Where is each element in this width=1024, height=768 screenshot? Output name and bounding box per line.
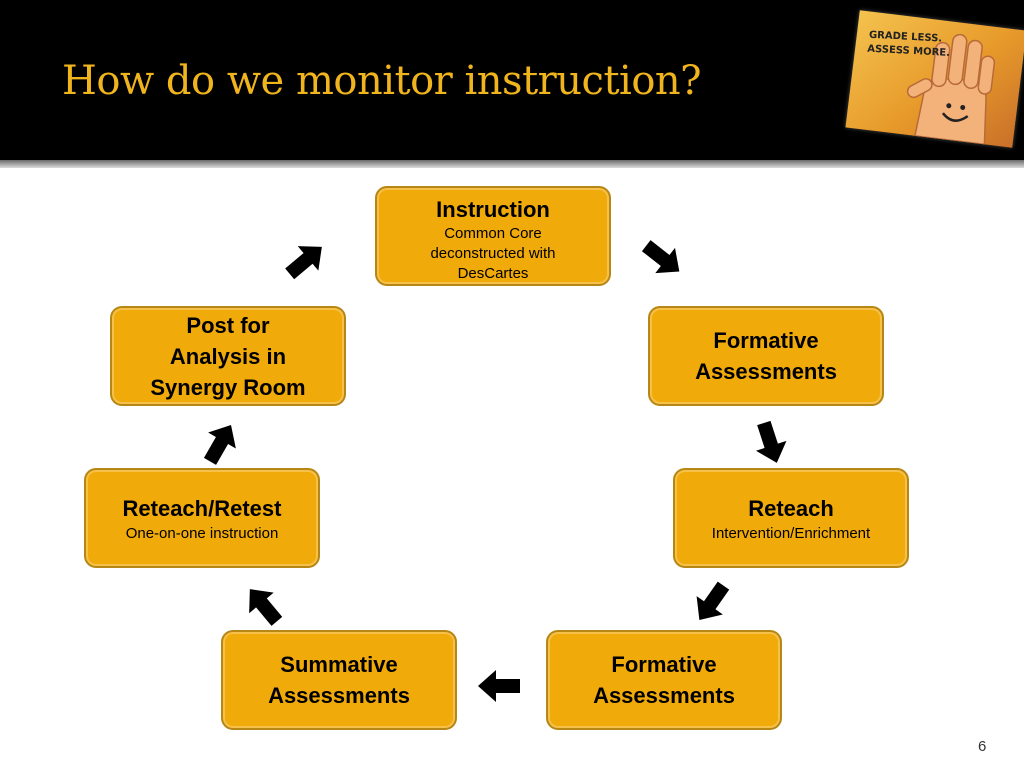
reteach-box: Reteach Intervention/Enrichment: [673, 468, 909, 568]
arrow-post-to-instruction-icon: [279, 234, 333, 287]
instruction-box: Instruction Common Core deconstructed wi…: [375, 186, 611, 286]
post-for-analysis-title: Post for Analysis in Synergy Room: [150, 312, 306, 400]
page-number: 6: [978, 738, 987, 755]
arrow-formative-to-reteach-icon: [748, 418, 793, 468]
summative-assessments-title: Summative Assessments: [268, 652, 410, 708]
instruction-subtitle: Common Core deconstructed with DesCartes: [430, 225, 556, 282]
formative-assessments-1-title: Formative Assessments: [695, 328, 837, 384]
arrow-summative-to-reteach-retest-icon: [237, 578, 290, 632]
hand-smiley-image: [906, 33, 996, 146]
slide-title: How do we monitor instruction?: [62, 58, 702, 104]
post-for-analysis-box: Post for Analysis in Synergy Room: [110, 306, 346, 406]
arrow-reteach-retest-to-post-icon: [196, 416, 245, 470]
instruction-title: Instruction: [436, 197, 550, 222]
formative-assessments-box-2: Formative Assessments: [546, 630, 782, 730]
reteach-retest-box: Reteach/Retest One-on-one instruction: [84, 468, 320, 568]
reteach-subtitle: Intervention/Enrichment: [711, 524, 871, 542]
grade-less-assess-more-logo: GRADE LESS. ASSESS MORE.: [845, 10, 1024, 148]
reteach-retest-title: Reteach/Retest: [122, 495, 282, 521]
formative-assessments-box-1: Formative Assessments: [648, 306, 884, 406]
arrow-instruction-to-formative-icon: [636, 233, 690, 285]
summative-assessments-box: Summative Assessments: [221, 630, 457, 730]
title-divider: [0, 160, 1024, 168]
arrow-reteach-to-formative-icon: [686, 576, 737, 630]
reteach-title: Reteach: [748, 495, 834, 521]
formative-assessments-2-title: Formative Assessments: [593, 652, 735, 708]
arrow-formative-to-summative-icon: [478, 670, 520, 702]
reteach-retest-subtitle: One-on-one instruction: [125, 524, 279, 542]
